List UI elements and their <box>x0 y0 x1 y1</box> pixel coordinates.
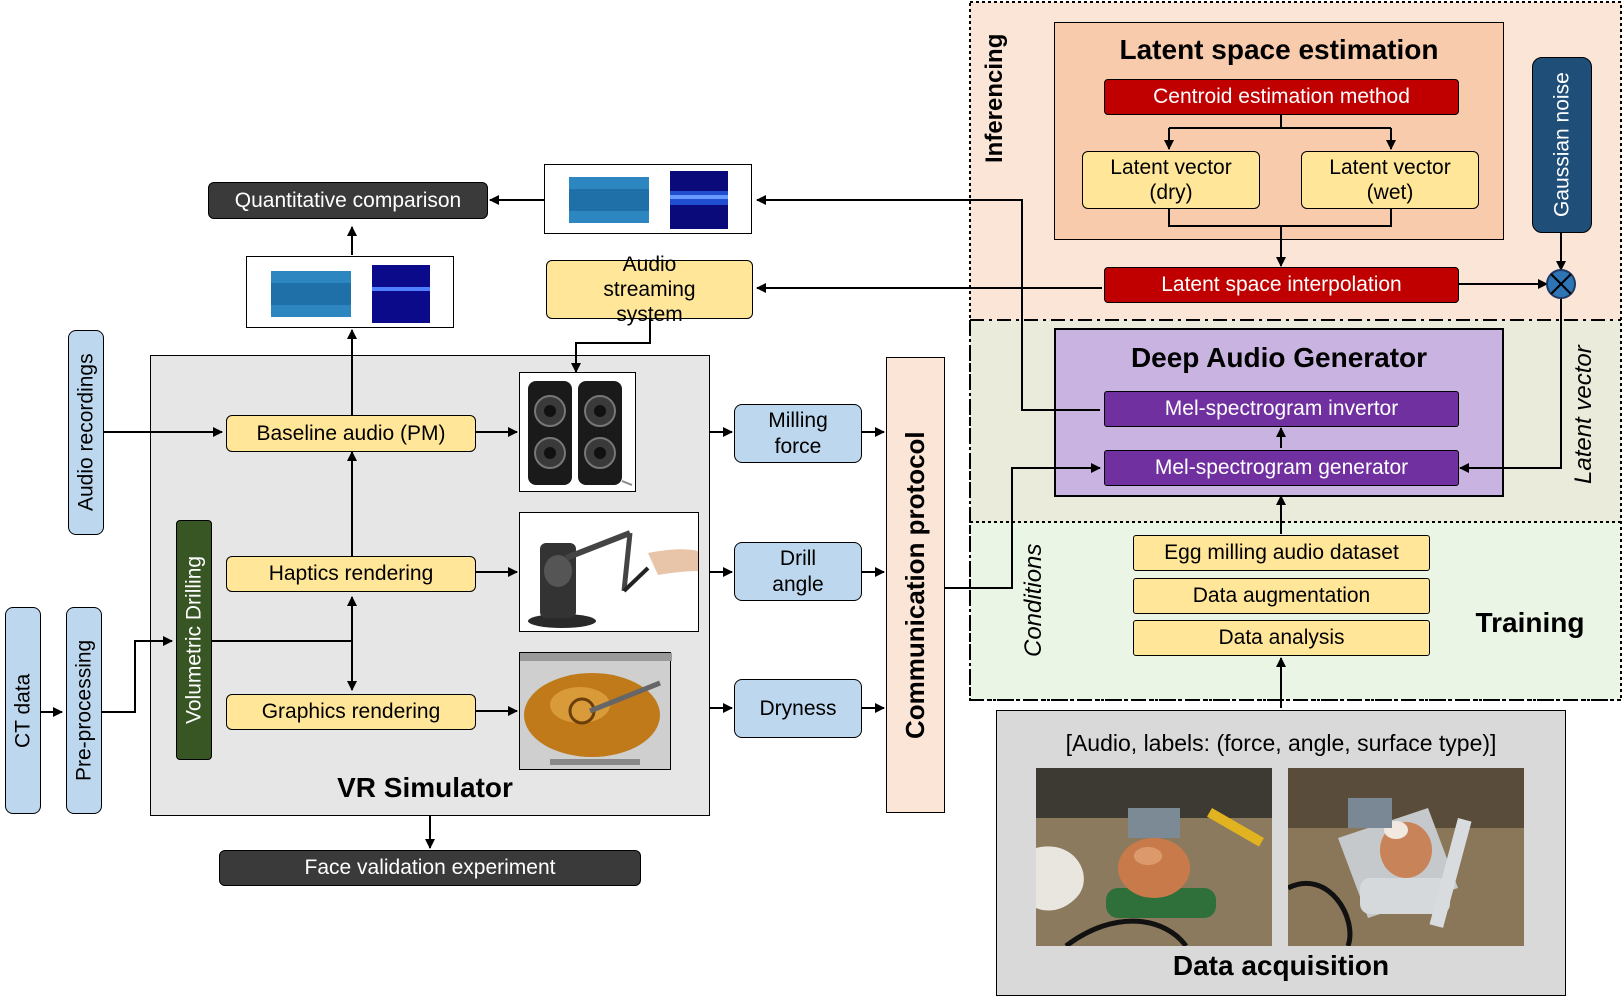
graphics-rendering-box: Graphics rendering <box>226 694 476 730</box>
volumetric-drilling-box: Volumetric Drilling <box>176 520 212 760</box>
mel-generator-box: Mel-spectrogram generator <box>1104 450 1459 486</box>
generated-spectrogram-image <box>544 164 752 234</box>
latent-vector-label: Latent vector <box>1570 345 1597 485</box>
speakers-image <box>519 372 636 492</box>
conditions-label: Conditions <box>1020 543 1047 657</box>
egg-dataset-box: Egg milling audio dataset <box>1133 535 1430 571</box>
milling-force-box: Milling force <box>734 404 862 463</box>
baseline-spectrogram-image <box>246 256 454 328</box>
dryness-box: Dryness <box>734 679 862 738</box>
vr-simulator-title: VR Simulator <box>337 772 513 803</box>
quantitative-comparison-box: Quantitative comparison <box>208 182 488 219</box>
haptic-device-image <box>519 512 699 632</box>
egg-setup-photo-2 <box>1288 768 1524 946</box>
training-label: Training <box>1475 607 1585 638</box>
gaussian-noise-box: Gaussian noise <box>1532 57 1592 233</box>
pre-processing-box: Pre-processing <box>66 607 102 814</box>
egg-render-image <box>519 652 672 770</box>
multiply-icon <box>1546 269 1576 299</box>
face-validation-box: Face validation experiment <box>219 850 641 886</box>
audio-streaming-box: Audio streaming system <box>546 253 753 326</box>
inferencing-label: Inferencing <box>981 33 1008 163</box>
data-analysis-box: Data analysis <box>1133 620 1430 656</box>
acquisition-labels-text: [Audio, labels: (force, angle, surface t… <box>1065 730 1497 756</box>
drill-angle-box: Drill angle <box>734 542 862 601</box>
ct-data-box: CT data <box>5 607 41 814</box>
centroid-method-box: Centroid estimation method <box>1104 79 1459 115</box>
egg-setup-photo-1 <box>1036 768 1272 946</box>
latent-interpolation-box: Latent space interpolation <box>1104 267 1459 303</box>
deep-audio-generator-title: Deep Audio Generator <box>1130 342 1428 373</box>
latent-vector-dry-box: Latent vector (dry) <box>1082 151 1260 209</box>
audio-recordings-box: Audio recordings <box>68 330 104 535</box>
data-acquisition-title: Data acquisition <box>1172 950 1390 981</box>
latent-estimation-title: Latent space estimation <box>1119 34 1439 65</box>
haptics-rendering-box: Haptics rendering <box>226 556 476 592</box>
communication-protocol-box: Communication protocol <box>886 357 945 813</box>
data-augmentation-box: Data augmentation <box>1133 578 1430 614</box>
latent-vector-wet-box: Latent vector (wet) <box>1301 151 1479 209</box>
baseline-audio-box: Baseline audio (PM) <box>226 415 476 452</box>
mel-invertor-box: Mel-spectrogram invertor <box>1104 391 1459 427</box>
